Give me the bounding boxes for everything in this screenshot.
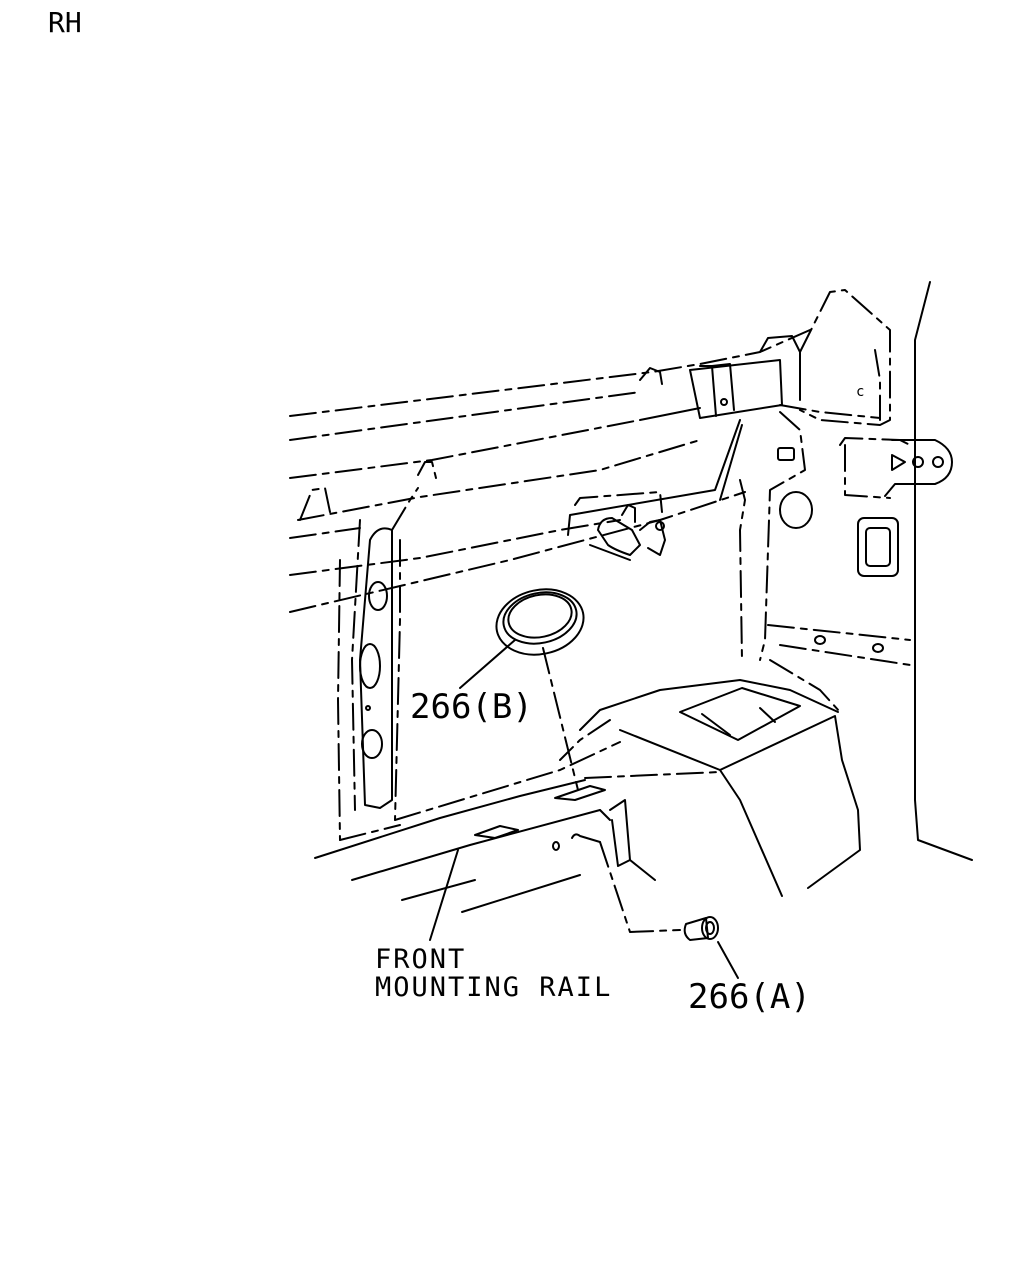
fastener-266a [599, 841, 719, 941]
svg-text:c: c [856, 384, 864, 400]
box-section [639, 335, 881, 419]
callout-266b: 266(B) [410, 687, 533, 727]
right-pillar: c [739, 281, 973, 861]
rail-label-line1: FRONT [375, 944, 466, 975]
leader-front-mounting-rail [429, 849, 459, 941]
hinge-bracket [839, 437, 953, 577]
floor-panel [314, 741, 721, 913]
callout-266a: 266(A) [688, 977, 811, 1017]
right-lower-rail [767, 624, 911, 666]
latch-mechanism [567, 419, 743, 561]
rail-label-line2: MOUNTING RAIL [375, 972, 612, 1003]
plug-266b [495, 588, 585, 656]
left-pillar [337, 487, 419, 841]
install-line-266b [542, 647, 579, 791]
leader-266a [717, 941, 739, 979]
floor-tunnel [559, 659, 861, 897]
corner-label: RH [48, 6, 82, 39]
leader-266b [459, 639, 516, 689]
